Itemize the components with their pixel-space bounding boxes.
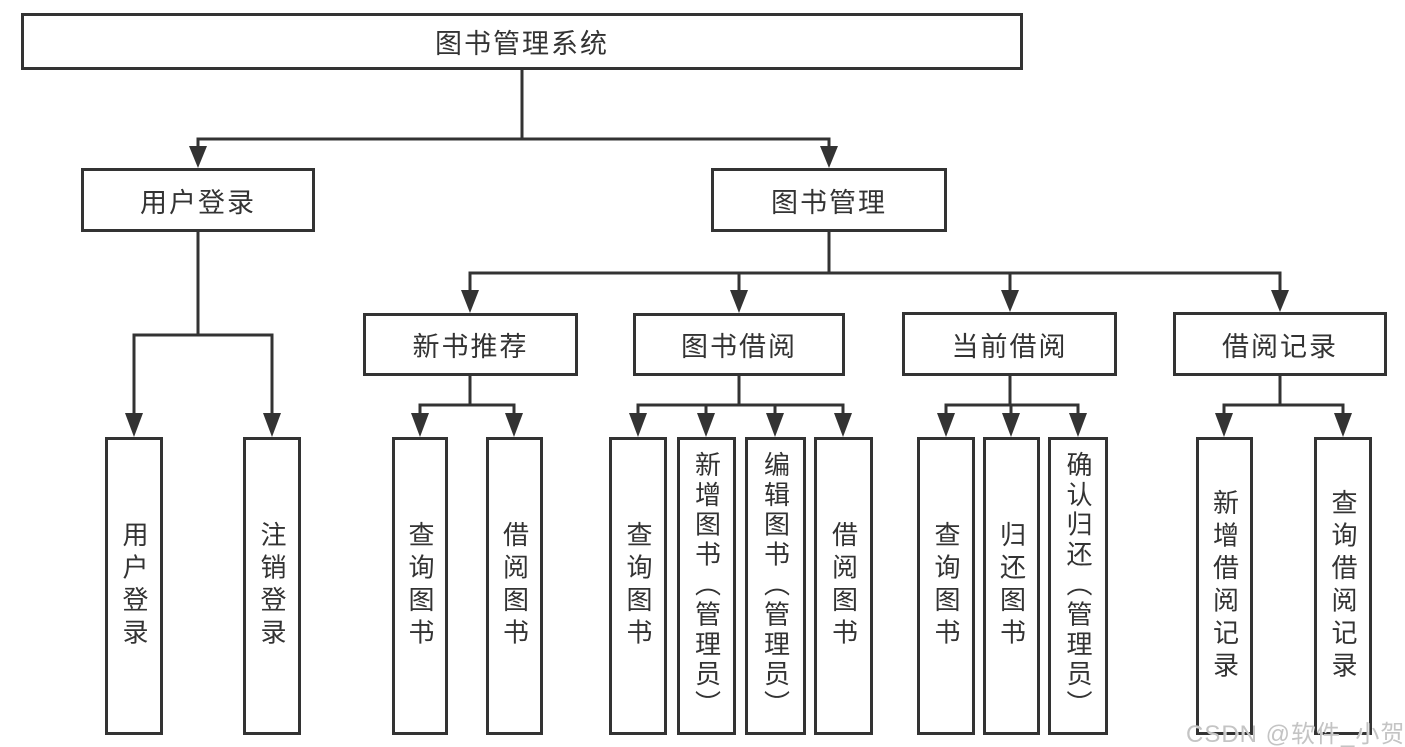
node-label: 确认归还（管理员）: [1063, 451, 1093, 721]
node-label: 归还图书: [996, 521, 1027, 651]
node-label: 编辑图书（管理员）: [760, 451, 791, 721]
node-label: 查询图书: [623, 521, 653, 651]
node-user-login: 用户登录: [81, 168, 315, 232]
node-label: 当前借阅: [951, 331, 1068, 362]
node-label: 图书借阅: [681, 332, 797, 362]
leaf-user-login: 用户登录: [105, 437, 163, 735]
leaf-query-books-recommend: 查询图书: [392, 437, 448, 735]
node-label: 新增借阅记录: [1209, 488, 1240, 684]
node-borrowing-records: 借阅记录: [1173, 312, 1387, 376]
leaf-query-books-current: 查询图书: [917, 437, 975, 735]
leaf-add-borrow-record: 新增借阅记录: [1196, 437, 1253, 735]
watermark: CSDN @软件_小贺同学: [1186, 721, 1405, 747]
node-label: 新增图书（管理员）: [691, 451, 722, 721]
node-label: 查询图书: [931, 521, 961, 651]
node-label: 图书管理系统: [435, 29, 609, 59]
node-label: 借阅记录: [1222, 331, 1338, 362]
node-current-borrowing: 当前借阅: [902, 312, 1117, 376]
leaf-edit-book-admin: 编辑图书（管理员）: [745, 437, 806, 735]
node-book-management-system: 图书管理系统: [21, 13, 1023, 70]
leaf-query-borrow-record: 查询借阅记录: [1314, 437, 1372, 735]
leaf-confirm-return-admin: 确认归还（管理员）: [1048, 437, 1108, 735]
leaf-query-books-borrow: 查询图书: [609, 437, 667, 735]
node-new-book-recommend: 新书推荐: [363, 313, 578, 376]
leaf-return-books: 归还图书: [983, 437, 1040, 735]
node-label: 借阅图书: [499, 521, 530, 651]
leaf-borrow-books-borrow: 借阅图书: [814, 437, 873, 735]
node-label: 用户登录: [140, 187, 256, 218]
leaf-logout: 注销登录: [243, 437, 301, 735]
node-book-borrowing: 图书借阅: [633, 313, 845, 376]
node-label: 借阅图书: [828, 521, 859, 651]
node-label: 查询借阅记录: [1328, 488, 1358, 684]
node-label: 图书管理: [771, 187, 887, 218]
leaf-borrow-books-recommend: 借阅图书: [486, 437, 543, 735]
node-label: 新书推荐: [412, 332, 529, 362]
leaf-add-book-admin: 新增图书（管理员）: [677, 437, 736, 735]
node-label: 注销登录: [257, 521, 287, 651]
node-label: 查询图书: [405, 521, 435, 651]
node-book-management: 图书管理: [711, 168, 947, 232]
node-label: 用户登录: [119, 521, 149, 651]
